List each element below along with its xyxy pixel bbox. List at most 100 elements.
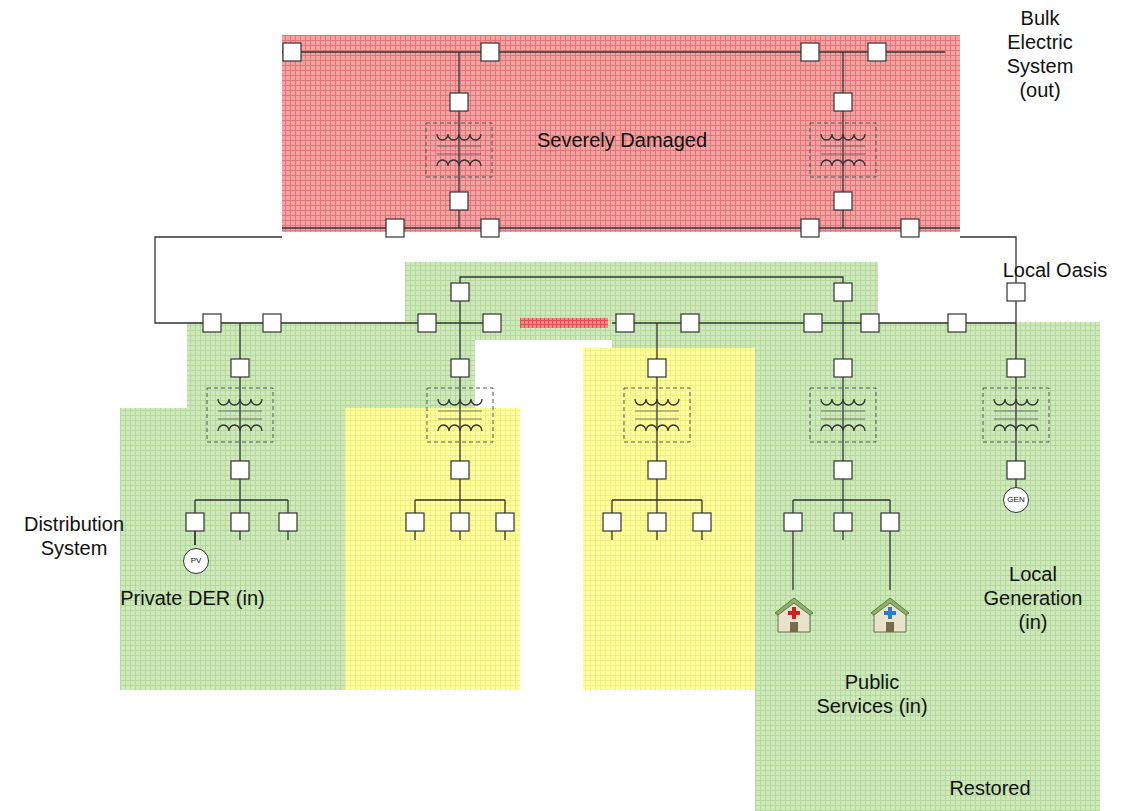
- bulk-wiring: [155, 52, 1016, 590]
- breaker: [901, 219, 919, 237]
- transformer-winding: [635, 399, 679, 405]
- transformer-box: [983, 388, 1049, 442]
- transformer-winding: [438, 425, 482, 431]
- transformer-core: [635, 411, 679, 419]
- breaker: [451, 461, 469, 479]
- damaged-region: [282, 35, 960, 232]
- breaker: [834, 283, 852, 301]
- transformer-core: [437, 146, 481, 154]
- breaker: [231, 461, 249, 479]
- transformer-winding: [994, 425, 1038, 431]
- transformer-winding: [821, 425, 865, 431]
- breaker: [451, 283, 469, 301]
- breaker: [603, 513, 621, 531]
- transformer-box: [624, 388, 690, 442]
- restored-region: [120, 322, 475, 690]
- breaker: [834, 93, 852, 111]
- breaker: [834, 461, 852, 479]
- breaker: [801, 219, 819, 237]
- transformer-box: [810, 388, 876, 442]
- breaker: [1007, 359, 1025, 377]
- breaker: [648, 513, 666, 531]
- transformer-core: [821, 411, 865, 419]
- breaker: [203, 314, 221, 332]
- breaker: [1007, 283, 1025, 301]
- annotation-label: Bulk Electric System (out): [985, 6, 1095, 102]
- transformer-winding: [821, 160, 865, 166]
- breaker: [263, 314, 281, 332]
- open-breaker: [483, 314, 501, 332]
- transformer-core: [994, 411, 1038, 419]
- breaker: [1007, 461, 1025, 479]
- breaker: [681, 314, 699, 332]
- region-label: Restored: [925, 776, 1055, 800]
- damaged-region-node: Severely Damaged: [282, 35, 960, 232]
- transformer-winding: [437, 160, 481, 166]
- restored-region-node: Public Services (in) Local Generation (in…: [755, 340, 1100, 811]
- breaker: [868, 43, 886, 61]
- breaker: [861, 314, 879, 332]
- breaker: [648, 461, 666, 479]
- transformer-winding: [821, 399, 865, 405]
- transformer-core: [438, 411, 482, 419]
- breaker: [450, 93, 468, 111]
- breaker: [481, 43, 499, 61]
- breaker: [834, 513, 852, 531]
- transformer-winding: [218, 399, 262, 405]
- gen-symbol: GEN: [1003, 487, 1029, 513]
- transformer-box: [426, 123, 492, 177]
- hospital-icon: [775, 598, 813, 632]
- breaker: [834, 192, 852, 210]
- breaker: [784, 513, 802, 531]
- region-label: Local Generation (in): [973, 562, 1093, 634]
- transformer-winding: [635, 425, 679, 431]
- breaker: [231, 513, 249, 531]
- annotation-label: Distribution System: [4, 512, 144, 560]
- breaker: [834, 359, 852, 377]
- restored-region: [612, 322, 1100, 811]
- damaged-line: [520, 318, 608, 328]
- breaker: [804, 314, 822, 332]
- breaker: [386, 219, 404, 237]
- breaker: [616, 314, 634, 332]
- symbol-label: PV: [191, 557, 202, 565]
- transformer-core: [218, 411, 262, 419]
- breaker: [881, 513, 899, 531]
- transformer-winding: [438, 399, 482, 405]
- transformer-box: [427, 388, 493, 442]
- unserved-region: [583, 348, 755, 690]
- breaker: [418, 314, 436, 332]
- restored-region-node: Private DER (in) PV: [120, 408, 345, 690]
- region-label: Severely Damaged: [512, 128, 732, 152]
- unserved-region: [345, 408, 520, 690]
- transformer-winding: [218, 425, 262, 431]
- region-label: Private DER (in): [120, 586, 265, 610]
- breaker: [279, 513, 297, 531]
- transformer-winding: [821, 134, 865, 140]
- breaker: [283, 43, 301, 61]
- breaker: [648, 359, 666, 377]
- region-label: Public Services (in): [807, 670, 937, 718]
- hospital-icon: [871, 598, 909, 632]
- transformer-winding: [994, 399, 1038, 405]
- transformer-box: [810, 123, 876, 177]
- transformers: [207, 123, 1049, 442]
- pv-lead: [194, 531, 195, 545]
- breaker: [186, 513, 204, 531]
- breaker: [693, 513, 711, 531]
- breaker: [450, 192, 468, 210]
- breaker: [948, 314, 966, 332]
- symbol-label: GEN: [1007, 496, 1024, 504]
- transformer-core: [821, 146, 865, 154]
- breaker: [231, 359, 249, 377]
- breaker: [801, 43, 819, 61]
- breaker: [451, 513, 469, 531]
- breaker: [451, 359, 469, 377]
- breaker: [496, 513, 514, 531]
- breakers: [186, 43, 1025, 531]
- annotation-label: Local Oasis: [1000, 258, 1110, 282]
- breaker: [406, 513, 424, 531]
- transformer-box: [207, 388, 273, 442]
